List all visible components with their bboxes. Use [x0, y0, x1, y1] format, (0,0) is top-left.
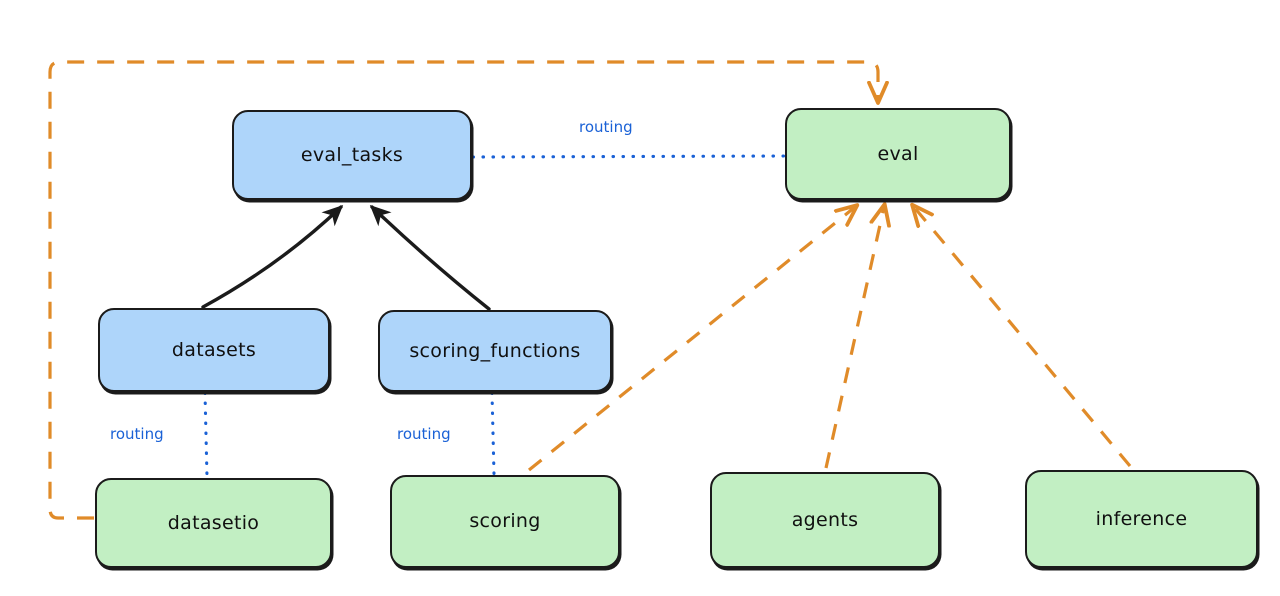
edge-label-routing-scoring-functions-scoring: routing	[397, 425, 451, 443]
edge-datasets-datasetio	[203, 391, 209, 479]
edge-scoring_functions-scoring	[490, 391, 496, 476]
edge-agents-eval	[824, 207, 884, 469]
node-eval-tasks[interactable]: eval_tasks	[232, 110, 472, 200]
node-label: inference	[1095, 507, 1188, 530]
node-label: eval	[877, 142, 919, 165]
edge-label-routing-eval-tasks-eval: routing	[579, 118, 633, 136]
node-agents[interactable]: agents	[710, 472, 940, 568]
node-eval[interactable]: eval	[785, 108, 1011, 200]
edge-label-routing-datasets-datasetio: routing	[110, 425, 164, 443]
node-label: scoring	[469, 510, 541, 533]
node-datasetio[interactable]: datasetio	[95, 478, 332, 568]
node-datasets[interactable]: datasets	[98, 308, 330, 392]
node-label: scoring_functions	[409, 339, 581, 362]
edge-scoring_functions-eval_tasks	[369, 204, 491, 311]
node-label: datasetio	[167, 511, 260, 534]
node-label: datasets	[171, 338, 257, 361]
node-label: eval_tasks	[300, 143, 404, 166]
node-scoring-functions[interactable]: scoring_functions	[378, 310, 612, 392]
edge-eval_tasks-eval	[471, 154, 786, 159]
edge-inference-eval	[914, 207, 1132, 468]
node-label: agents	[791, 508, 859, 531]
node-scoring[interactable]: scoring	[390, 475, 620, 568]
edge-datasets-eval_tasks	[201, 204, 344, 309]
node-inference[interactable]: inference	[1025, 470, 1258, 568]
